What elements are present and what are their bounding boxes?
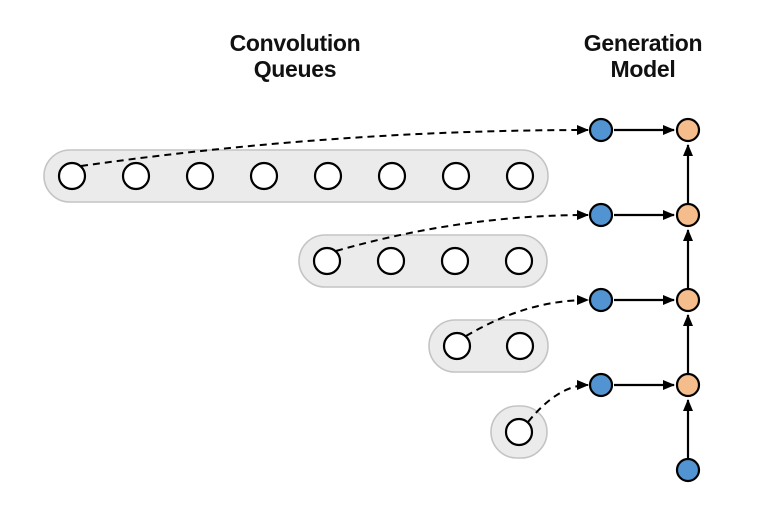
output-node-row4: [675, 372, 701, 398]
queue-1-cell-1: [504, 417, 534, 447]
queue-8-dashed-arrow: [80, 125, 589, 167]
queue-8-cell-4: [249, 161, 279, 191]
title-line-1: Convolution: [229, 30, 361, 56]
queue-8-cell-8: [505, 161, 535, 191]
output-node-row2: [675, 202, 701, 228]
title-line-1: Generation: [583, 30, 703, 56]
queue-8-container: [43, 149, 549, 203]
generation-model-title: Generation Model: [523, 30, 763, 82]
input-node-row3: [588, 287, 614, 313]
queue-4-cell-1: [312, 246, 342, 276]
queue-4-container: [298, 234, 548, 288]
input-node-row2: [588, 202, 614, 228]
queue-4-cell-3: [440, 246, 470, 276]
title-line-2: Model: [610, 56, 676, 82]
diagram-shapes: [43, 117, 701, 483]
convolution-queues-title: Convolution Queues: [175, 30, 415, 82]
queue-4-cell-4: [504, 246, 534, 276]
title-line-2: Queues: [253, 56, 337, 82]
queue-8-cell-6: [377, 161, 407, 191]
output-node-row3: [675, 287, 701, 313]
queue-8-cell-2: [121, 161, 151, 191]
queue-8-cell-5: [313, 161, 343, 191]
queue-8-cell-7: [441, 161, 471, 191]
input-node-row4: [588, 372, 614, 398]
queue-2-cell-2: [505, 331, 535, 361]
queue-8-cell-3: [185, 161, 215, 191]
queue-4-cell-2: [376, 246, 406, 276]
queue-2-dashed-arrow: [465, 295, 589, 337]
seed-node: [675, 457, 701, 483]
queue-8-cell-1: [57, 161, 87, 191]
queue-2-cell-1: [442, 331, 472, 361]
queue-1-dashed-arrow: [527, 380, 589, 423]
input-node-row1: [588, 117, 614, 143]
output-node-row1: [675, 117, 701, 143]
